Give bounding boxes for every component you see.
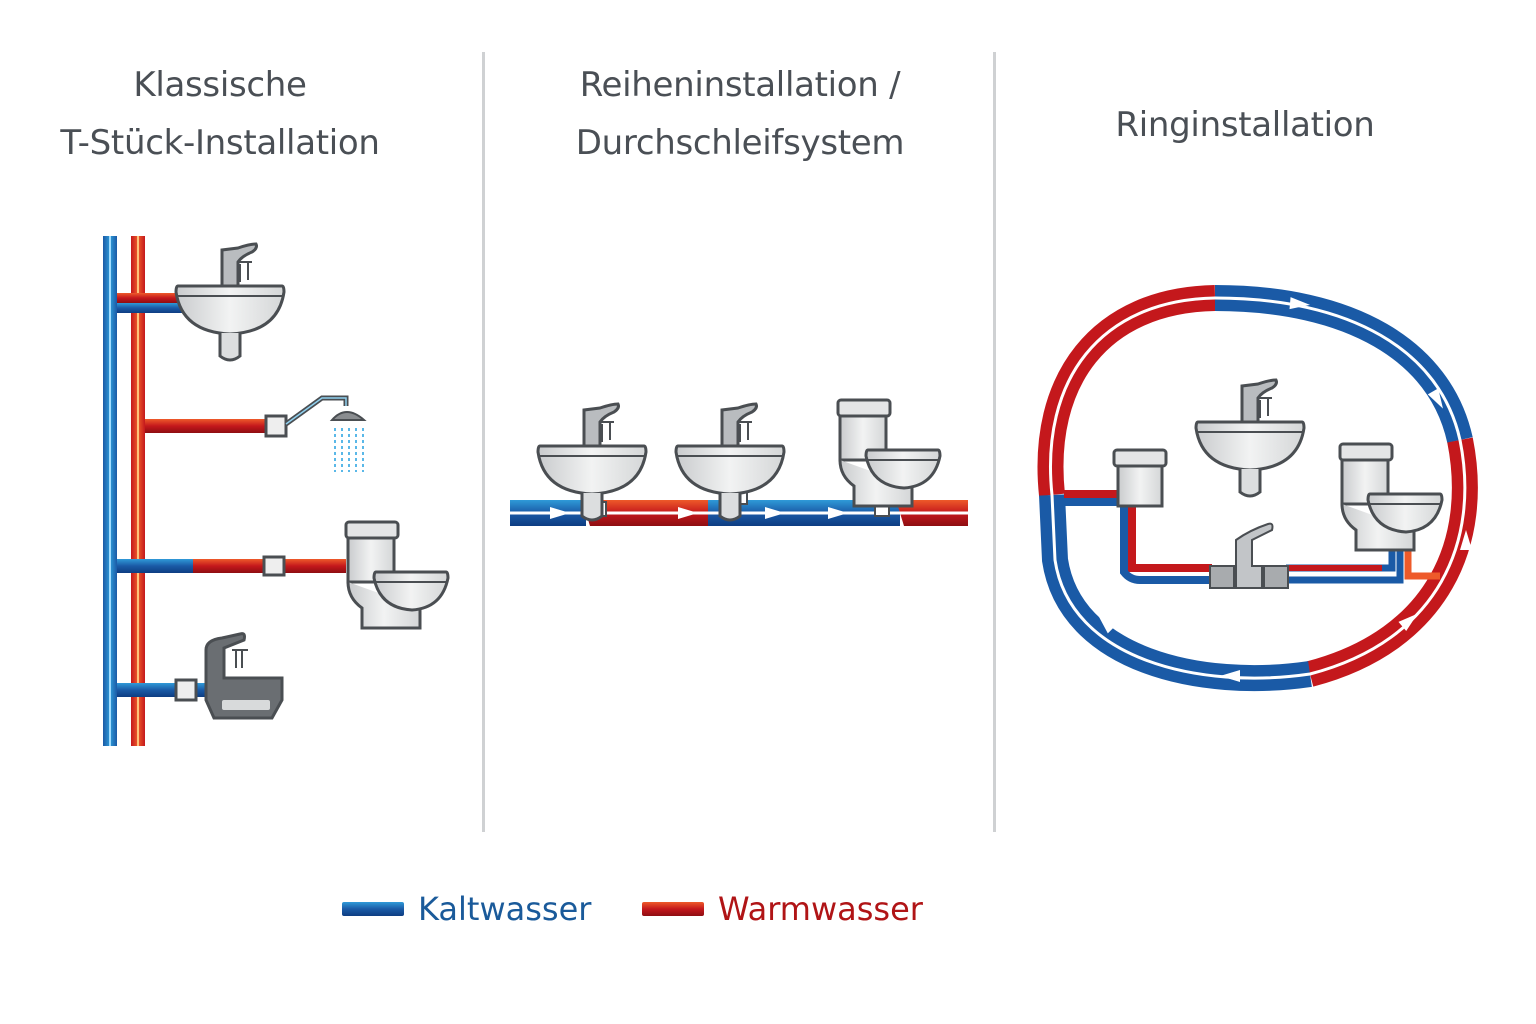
legend-item-hot: Warmwasser bbox=[642, 890, 923, 928]
divider-2 bbox=[993, 52, 996, 832]
cold-branch-pipe bbox=[117, 303, 183, 313]
fitting-icon bbox=[174, 678, 198, 702]
hot-branch-pipe bbox=[117, 293, 183, 303]
wall-sink-icon bbox=[204, 632, 284, 720]
toilet-cistern-icon bbox=[1112, 448, 1168, 508]
t-piece-diagram bbox=[103, 236, 450, 746]
legend-item-cold: Kaltwasser bbox=[342, 890, 591, 928]
hot-branch-pipe bbox=[145, 419, 269, 433]
faucet-icon bbox=[1209, 522, 1289, 589]
cold-water-swatch bbox=[342, 902, 404, 916]
legend-label-hot: Warmwasser bbox=[718, 890, 923, 928]
hot-water-swatch bbox=[642, 902, 704, 916]
cold-branch-pipe bbox=[117, 559, 193, 573]
panel-title-t-piece: Klassische T-Stück-Installation bbox=[20, 56, 420, 172]
title-line: T-Stück-Installation bbox=[60, 123, 380, 163]
title-line: Klassische bbox=[133, 65, 307, 105]
washbasin-icon bbox=[174, 242, 286, 362]
fitting-icon bbox=[262, 555, 286, 577]
title-line: Durchschleifsystem bbox=[575, 123, 905, 163]
ring-diagram bbox=[1037, 285, 1478, 692]
divider-1 bbox=[482, 52, 485, 832]
toilet-icon bbox=[1338, 442, 1444, 552]
title-line: Reiheninstallation / bbox=[579, 65, 901, 105]
panel-title-ring: Ringinstallation bbox=[1040, 96, 1450, 154]
fitting-icon bbox=[264, 414, 288, 438]
toilet-icon bbox=[344, 520, 450, 630]
washbasin-icon bbox=[1194, 378, 1306, 498]
panel-title-series: Reiheninstallation / Durchschleifsystem bbox=[520, 56, 960, 172]
toilet-icon bbox=[836, 398, 942, 508]
title-line: Ringinstallation bbox=[1115, 105, 1375, 145]
shower-head-icon bbox=[329, 411, 367, 421]
legend-label-cold: Kaltwasser bbox=[418, 890, 592, 928]
series-diagram bbox=[510, 398, 968, 526]
water-drops-icon bbox=[334, 428, 364, 472]
